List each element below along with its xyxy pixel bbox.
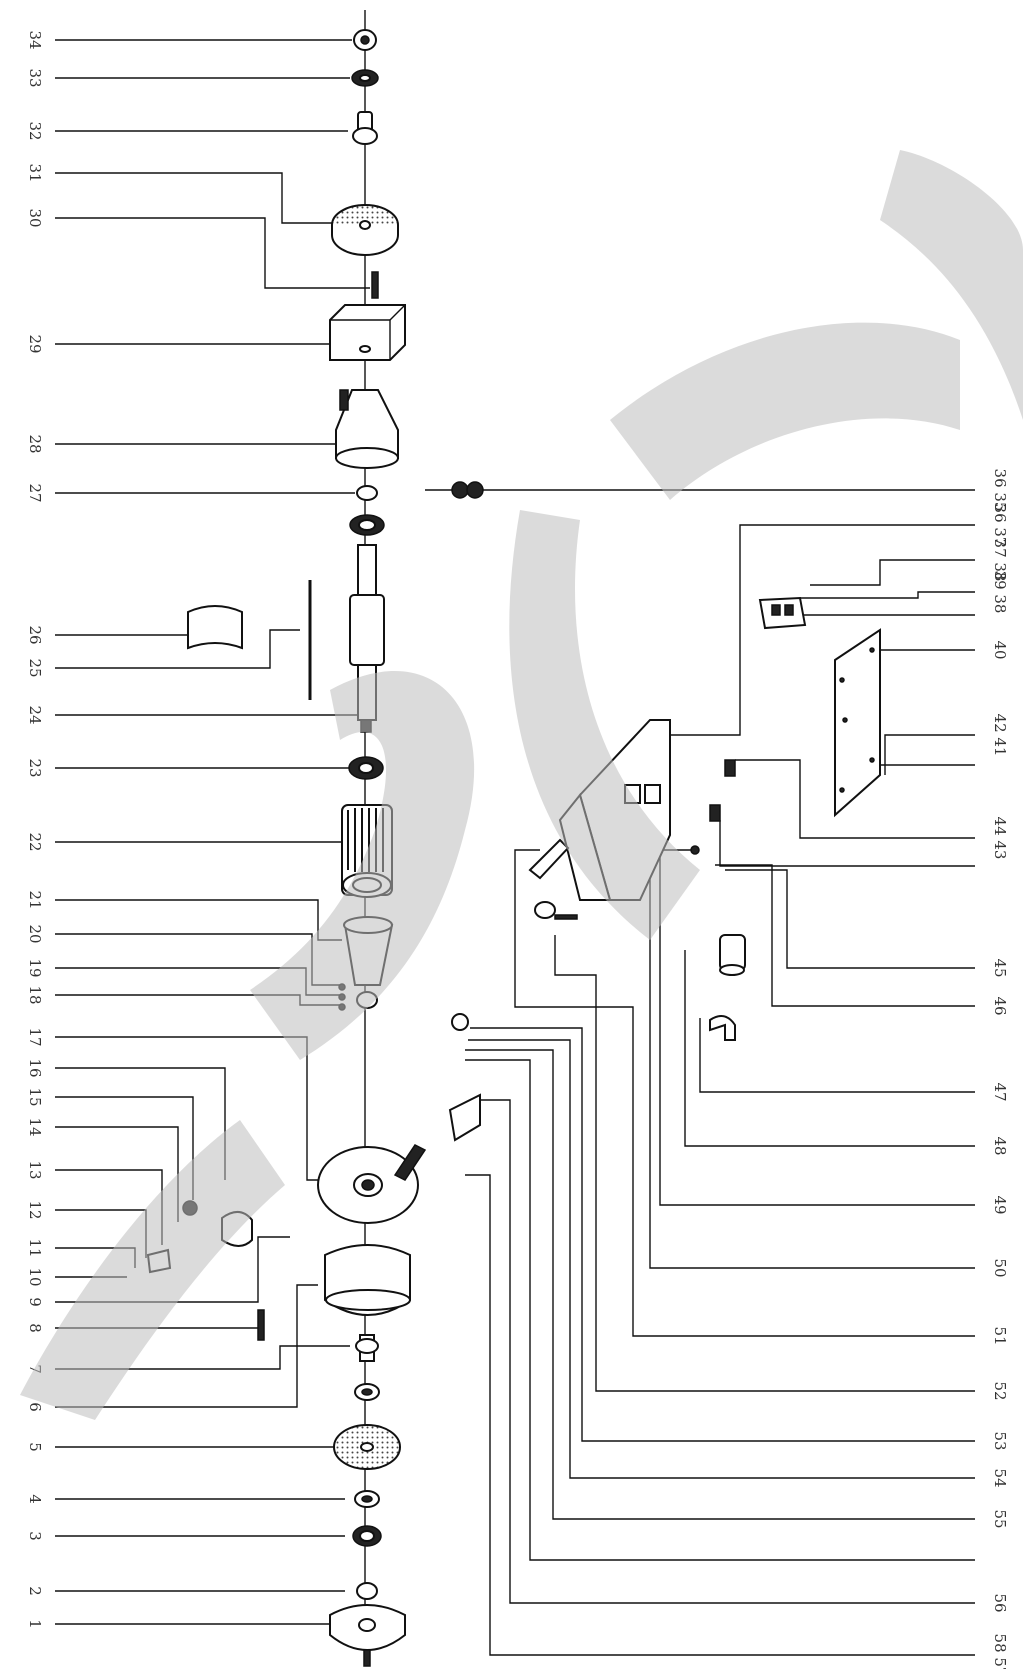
part-number-label: 42 41: [991, 714, 1009, 757]
part-number-label: 36 37: [991, 504, 1009, 547]
part-number-label: 56: [991, 1593, 1009, 1612]
part-number-label: 25: [26, 658, 44, 677]
part-number-label: 44 43: [991, 817, 1009, 860]
left-part-number-column: 3433323130292827262524232221201918171615…: [26, 30, 44, 1628]
part-number-label: 14: [26, 1117, 44, 1136]
part-number-label: 37 38: [991, 539, 1009, 582]
part-number-label: 49: [991, 1195, 1009, 1214]
part-number-label: 36 35: [991, 469, 1009, 512]
part-number-label: 46: [991, 996, 1009, 1015]
part-number-label: 18: [26, 985, 44, 1004]
part-number-label: 40: [991, 640, 1009, 659]
part-number-label: 8: [26, 1323, 44, 1333]
part-number-label: 3: [26, 1531, 44, 1541]
part-number-label: 22: [26, 832, 44, 851]
part-number-label: 10: [26, 1267, 44, 1286]
part-number-label: 13: [26, 1160, 44, 1179]
part-number-label: 27: [26, 483, 44, 502]
part-number-label: 50: [991, 1258, 1009, 1277]
part-number-label: 23: [26, 758, 44, 777]
part-number-label: 4: [26, 1494, 44, 1504]
part-number-label: 28: [26, 434, 44, 453]
part-number-label: 12: [26, 1200, 44, 1219]
part-number-label: 9: [26, 1297, 44, 1307]
right-leader-lines: [425, 489, 975, 1656]
part-number-label: 47: [991, 1082, 1009, 1101]
part-number-label: 29: [26, 334, 44, 353]
watermark: [20, 150, 1023, 1420]
part-number-label: 6: [26, 1402, 44, 1412]
part-number-label: 11: [26, 1238, 44, 1257]
part-number-label: 48: [991, 1136, 1009, 1155]
part-number-label: 16: [26, 1058, 44, 1077]
part-number-label: 32: [26, 121, 44, 140]
part-number-label: 51: [991, 1326, 1009, 1345]
part-number-label: 31: [26, 163, 44, 182]
part-number-label: 34: [26, 30, 44, 49]
part-number-label: 26: [26, 625, 44, 644]
part-number-label: 53: [991, 1431, 1009, 1450]
part-number-label: 15: [26, 1087, 44, 1106]
part-number-label: 55: [991, 1509, 1009, 1528]
part-number-label: 24: [26, 705, 44, 724]
part-number-label: 33: [26, 68, 44, 87]
part-number-label: 20: [26, 924, 44, 943]
part-number-label: 1: [26, 1619, 44, 1629]
part-number-label: 2: [26, 1586, 44, 1596]
part-number-label: 5: [26, 1442, 44, 1452]
part-number-label: 54: [991, 1468, 1009, 1487]
part-number-label: 58 57: [991, 1634, 1009, 1669]
part-number-label: 17: [26, 1027, 44, 1046]
part-number-label: 52: [991, 1381, 1009, 1400]
part-number-label: 19: [26, 958, 44, 977]
part-number-label: 45: [991, 958, 1009, 977]
part-number-label: 30: [26, 208, 44, 227]
part-number-label: 21: [26, 890, 44, 909]
part-number-label: 39 38: [991, 571, 1009, 614]
